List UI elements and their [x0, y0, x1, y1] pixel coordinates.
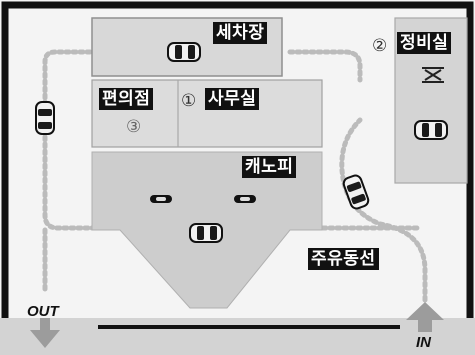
site-boundary — [1, 1, 474, 320]
car-icon — [414, 120, 448, 140]
maintenance-number: ② — [372, 36, 388, 56]
out-label: OUT — [27, 303, 59, 320]
car-icon — [35, 101, 55, 135]
car-icon — [189, 223, 223, 243]
office-label: 사무실 — [205, 88, 260, 110]
road-strip — [0, 318, 475, 355]
maintenance-label: 정비실 — [397, 32, 452, 54]
car-wash-label: 세차장 — [213, 22, 268, 44]
fuel-dispenser-icon — [150, 195, 256, 203]
office-number: ① — [181, 91, 197, 111]
store-number: ③ — [126, 117, 142, 137]
up-arrow-icon — [406, 302, 444, 332]
car-icon — [167, 42, 201, 62]
canopy-label: 캐노피 — [242, 156, 297, 178]
convenience-store-label: 편의점 — [99, 88, 154, 110]
down-arrow-icon — [30, 318, 60, 348]
fueling-path-label: 주유동선 — [308, 248, 379, 270]
in-label: IN — [416, 334, 431, 351]
lift-icon — [422, 67, 444, 83]
